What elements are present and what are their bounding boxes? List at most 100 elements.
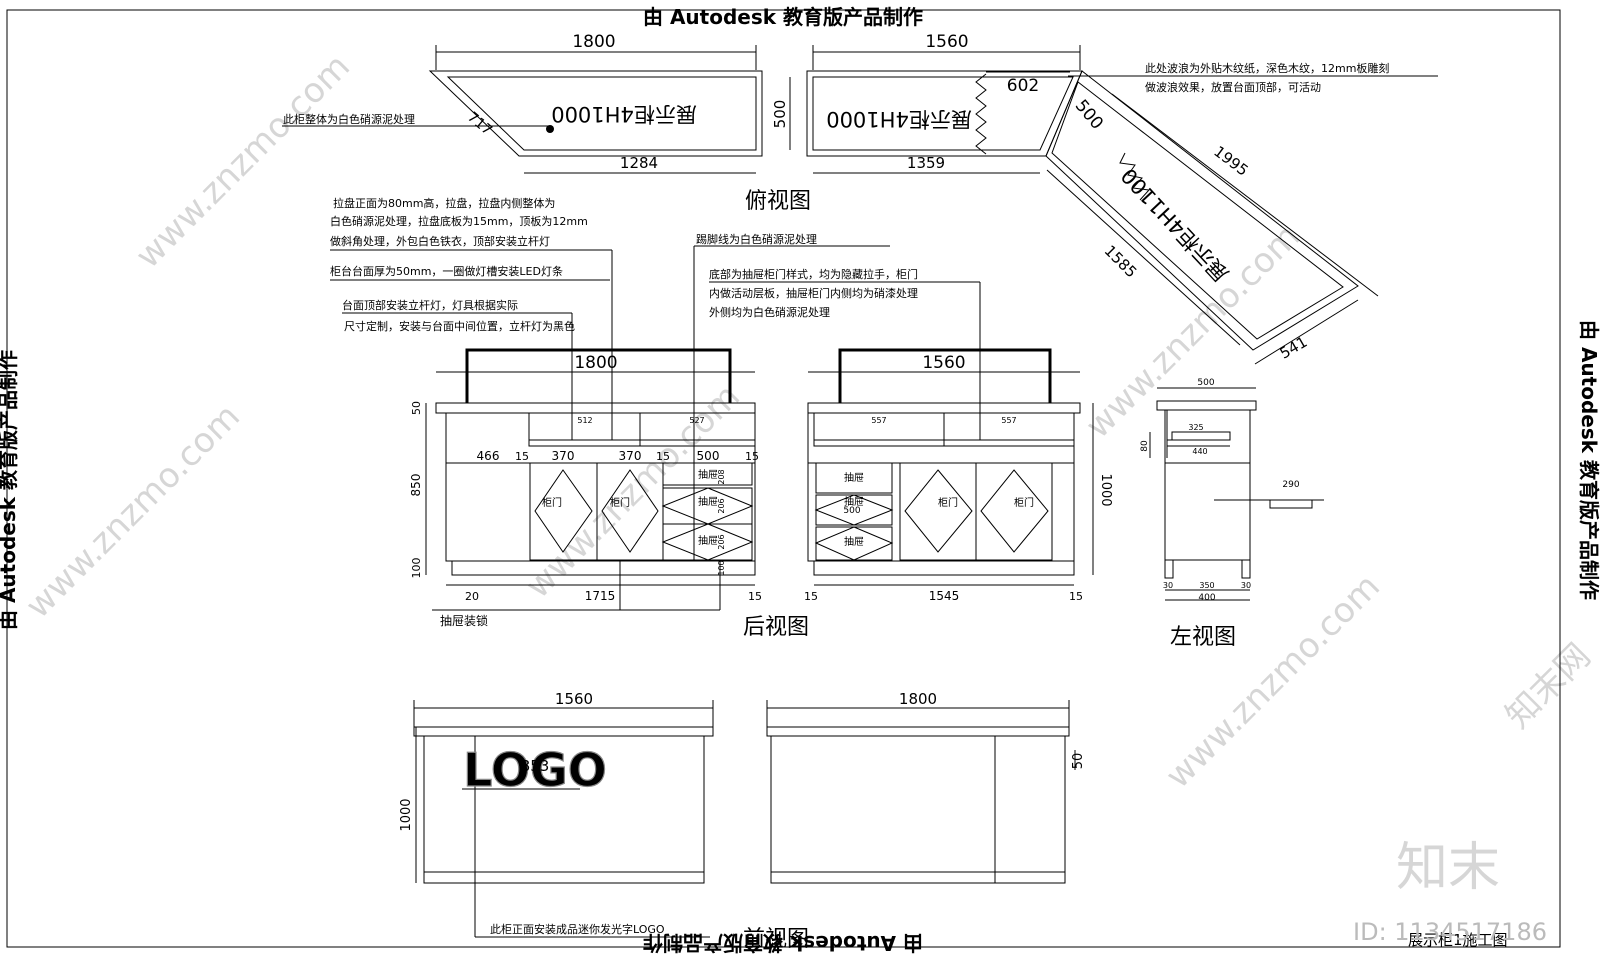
- drawer-label: 抽屉: [844, 471, 864, 484]
- dim-30: 30: [1241, 581, 1251, 590]
- cabinet-1-label: 展示柜4H1000: [551, 102, 697, 126]
- door-right-2[interactable]: [975, 462, 1053, 561]
- watermark-brand: 知末网: [1498, 636, 1598, 736]
- dim-1800: 1800: [572, 32, 615, 52]
- drawer-diamond: [661, 523, 754, 561]
- dim-1560: 1560: [555, 690, 593, 708]
- dim-15: 15: [748, 590, 762, 603]
- door-diamond: [534, 469, 593, 553]
- note-b1: 踢脚线为白色硝源泥处理: [696, 232, 817, 246]
- cabinet-2-inner: [812, 76, 1074, 151]
- note-a5: 台面顶部安装立杆灯，灯具根据实际: [342, 298, 518, 312]
- dim-208: 208: [717, 469, 726, 484]
- door-right-1[interactable]: [899, 462, 977, 561]
- wave-line-2: [1119, 152, 1151, 201]
- drawer-diamond: [814, 526, 894, 561]
- dim-50: 50: [1071, 753, 1086, 770]
- countertop-right: [807, 402, 1081, 414]
- door-label: 柜门: [938, 496, 958, 509]
- dim-500: 500: [843, 506, 860, 516]
- back-view-notes: 拉盘正面为80mm高，拉盘，拉盘内侧整体为 白色硝源泥处理，拉盘底板为15mm，…: [330, 196, 981, 560]
- note-a6: 尺寸定制，安装与台面中间位置，立杆灯为黑色: [344, 319, 575, 333]
- dim-1800: 1800: [899, 690, 937, 708]
- title-partial: 展示柜1施工图: [1408, 931, 1508, 949]
- view-title-top: 俯视图: [745, 189, 811, 214]
- dim-15: 15: [1069, 590, 1083, 603]
- autodesk-stamp-bottom: 由 Autodesk 教育版产品制作: [643, 931, 923, 955]
- leader-dot: [546, 125, 554, 133]
- door-diamond: [980, 469, 1049, 553]
- dim-290: 290: [1282, 480, 1299, 490]
- view-title-left: 左视图: [1170, 625, 1236, 650]
- drawer-label: 抽屉: [844, 495, 864, 508]
- cabinet-3-outline: [1045, 70, 1359, 351]
- dim-15: 15: [745, 450, 759, 463]
- dim-512: 512: [577, 416, 592, 425]
- plinth-right: [813, 560, 1075, 576]
- dim-1585: 1585: [1101, 242, 1141, 282]
- dim-1359: 1359: [907, 154, 945, 172]
- view-title-back: 后视图: [743, 615, 809, 640]
- plinth-left: [451, 560, 756, 576]
- door-label: 柜门: [542, 496, 562, 509]
- note-a3: 做斜角处理，外包白色铁衣，顶部安装立杆灯: [330, 234, 550, 248]
- dim-370: 370: [552, 449, 575, 463]
- dim-602: 602: [1007, 76, 1039, 96]
- drawer-label: 抽屉: [844, 535, 864, 548]
- dim-500: 500: [1197, 378, 1214, 388]
- light-frame-left: [465, 348, 732, 403]
- note-lock: 抽屉装锁: [440, 613, 488, 628]
- autodesk-stamp-left: 由 Autodesk 教育版产品制作: [0, 350, 20, 630]
- cabinet-1-outline: [428, 70, 763, 157]
- note-right-top-2: 做波浪效果，放置台面顶部，可活动: [1145, 80, 1321, 94]
- dim-50: 50: [410, 401, 423, 415]
- dim-line: [1046, 169, 1241, 346]
- note-b2: 底部为抽屉柜门样式，均为隐藏拉手，柜门: [709, 267, 918, 281]
- watermark-text: www.znzmo.com: [128, 46, 358, 276]
- dim-370: 370: [619, 449, 642, 463]
- note-a1: 拉盘正面为80mm高，拉盘，拉盘内侧整体为: [333, 196, 555, 210]
- watermark-text: www.znzmo.com: [1158, 566, 1388, 796]
- dim-20: 20: [465, 590, 479, 603]
- back-view: [425, 348, 1094, 611]
- watermark-text: www.znzmo.com: [18, 396, 248, 626]
- note-right-top-1: 此处波浪为外贴木纹纸，深色木纹，12mm板雕刻: [1145, 61, 1389, 75]
- door-diamond: [904, 469, 973, 553]
- note-b3: 内做活动层板，抽屉柜门内侧均为硝漆处理: [709, 286, 918, 300]
- drawer-label: 抽屉: [698, 468, 718, 481]
- left-view: [1149, 387, 1324, 601]
- dim-100: 100: [717, 560, 726, 575]
- door-label: 柜门: [610, 496, 630, 509]
- note-a2: 白色硝源泥处理，拉盘底板为15mm，顶板为12mm: [330, 214, 588, 228]
- cabinet-2-label: 展示柜4H1000: [826, 107, 972, 131]
- note-b4: 外侧均为白色硝源泥处理: [709, 305, 830, 319]
- drawer-diamond: [814, 494, 894, 526]
- watermark-id: ID: 1134517186: [1353, 918, 1547, 946]
- autodesk-stamp-top: 由 Autodesk 教育版产品制作: [643, 5, 923, 29]
- dim-853: 853: [521, 757, 550, 775]
- dim-15: 15: [515, 450, 529, 463]
- dim-500-diag: 500: [1071, 96, 1107, 134]
- cabinet-3-inner: [1051, 81, 1344, 340]
- dim-1560: 1560: [925, 32, 968, 52]
- top-view: [428, 45, 1379, 365]
- dim-line: [1111, 93, 1379, 297]
- dim-1995: 1995: [1210, 142, 1251, 179]
- logo-text: LOGO: [463, 743, 607, 797]
- note-logo: 此柜正面安装成品迷你发光字LOGO: [490, 922, 665, 936]
- drawer-label: 抽屉: [698, 495, 718, 508]
- dim-400: 400: [1198, 593, 1215, 603]
- drawer-tray-left: [528, 412, 756, 447]
- dim-440: 440: [1192, 447, 1207, 456]
- dim-557: 557: [871, 416, 886, 425]
- dim-557: 557: [1001, 416, 1016, 425]
- view-title-front: 前视图: [743, 927, 809, 952]
- watermark-logo: 知末: [1396, 838, 1500, 898]
- light-frame-right: [838, 348, 1052, 403]
- dim-500: 500: [697, 449, 720, 463]
- front-view: [413, 700, 1076, 938]
- dim-1715: 1715: [585, 589, 616, 603]
- dim-1284: 1284: [620, 154, 658, 172]
- wave-line-1: [975, 73, 987, 155]
